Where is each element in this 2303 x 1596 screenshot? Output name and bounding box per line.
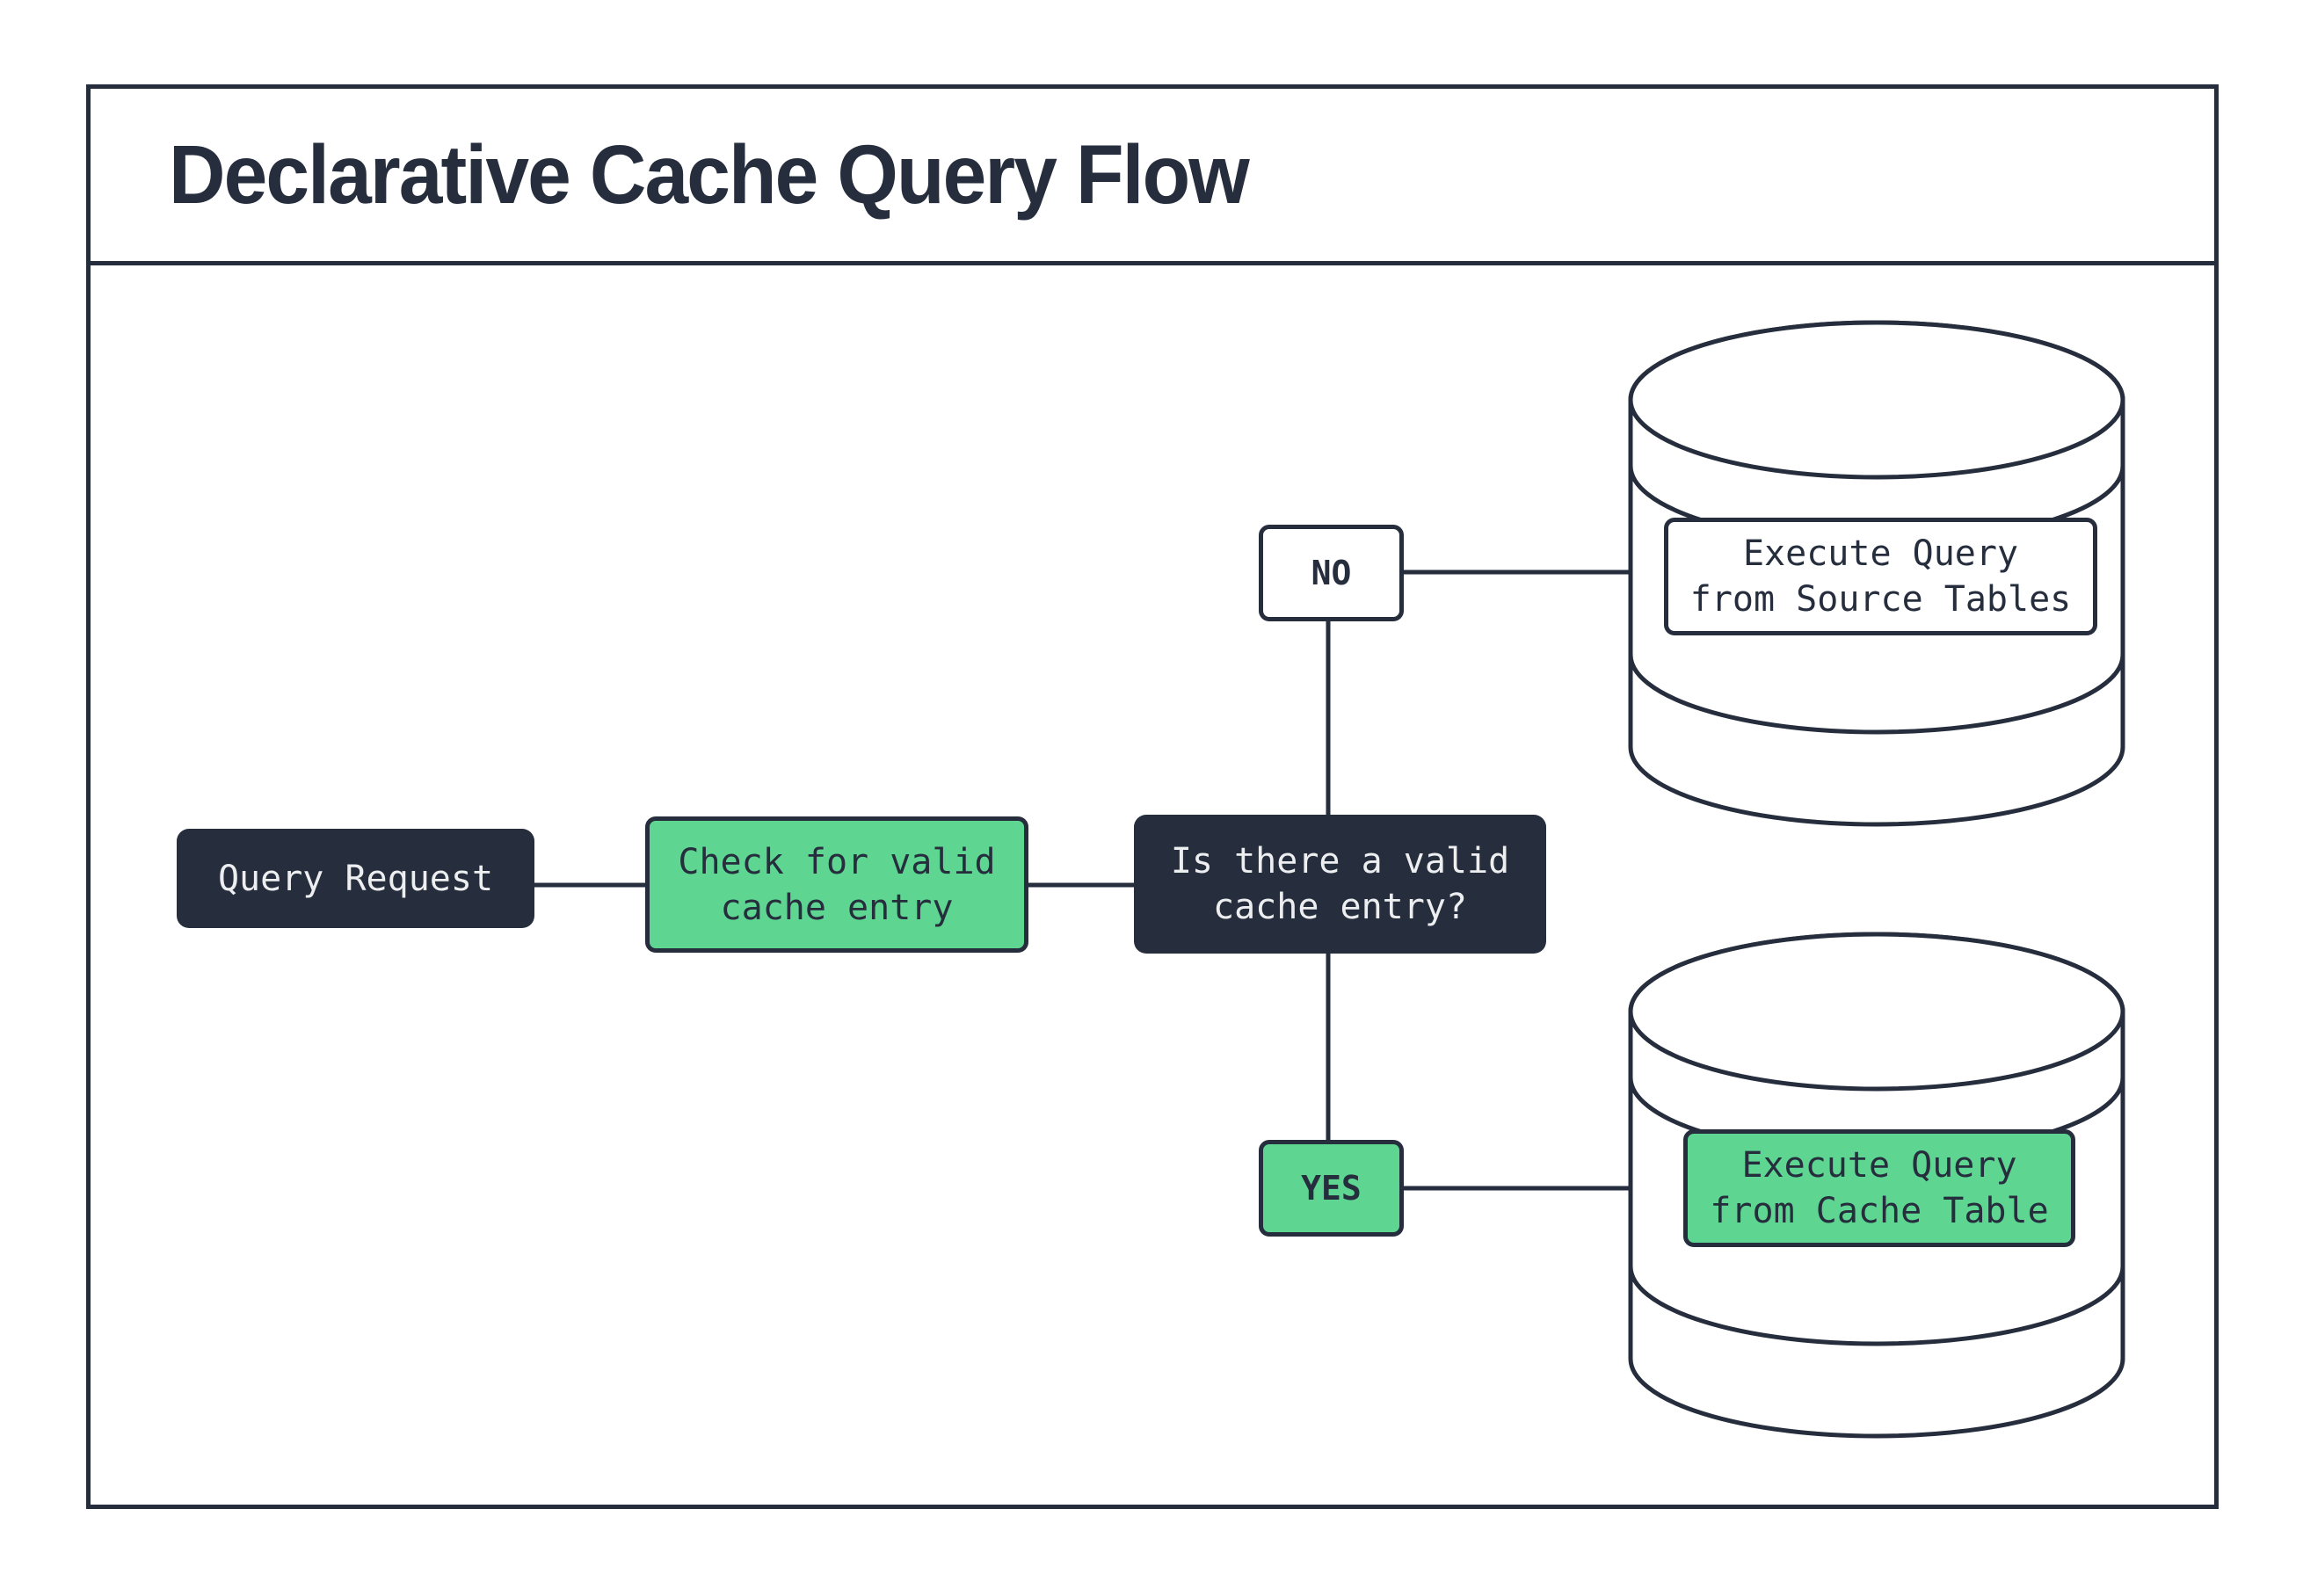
node-execute-source-tables: Execute Query from Source Tables: [1664, 518, 2097, 635]
title-separator: [86, 261, 2219, 265]
node-branch-yes: YES: [1259, 1140, 1404, 1237]
node-check-cache: Check for valid cache entry: [645, 816, 1028, 953]
node-decision-valid-cache: Is there a valid cache entry?: [1134, 815, 1546, 954]
node-execute-cache-table: Execute Query from Cache Table: [1683, 1129, 2075, 1247]
node-branch-no: NO: [1259, 525, 1404, 621]
diagram-frame: [86, 84, 2219, 1509]
page-title: Declarative Cache Query Flow: [169, 127, 1250, 221]
node-query-request: Query Request: [177, 829, 534, 928]
cache-database-icon: [1628, 932, 2125, 1439]
